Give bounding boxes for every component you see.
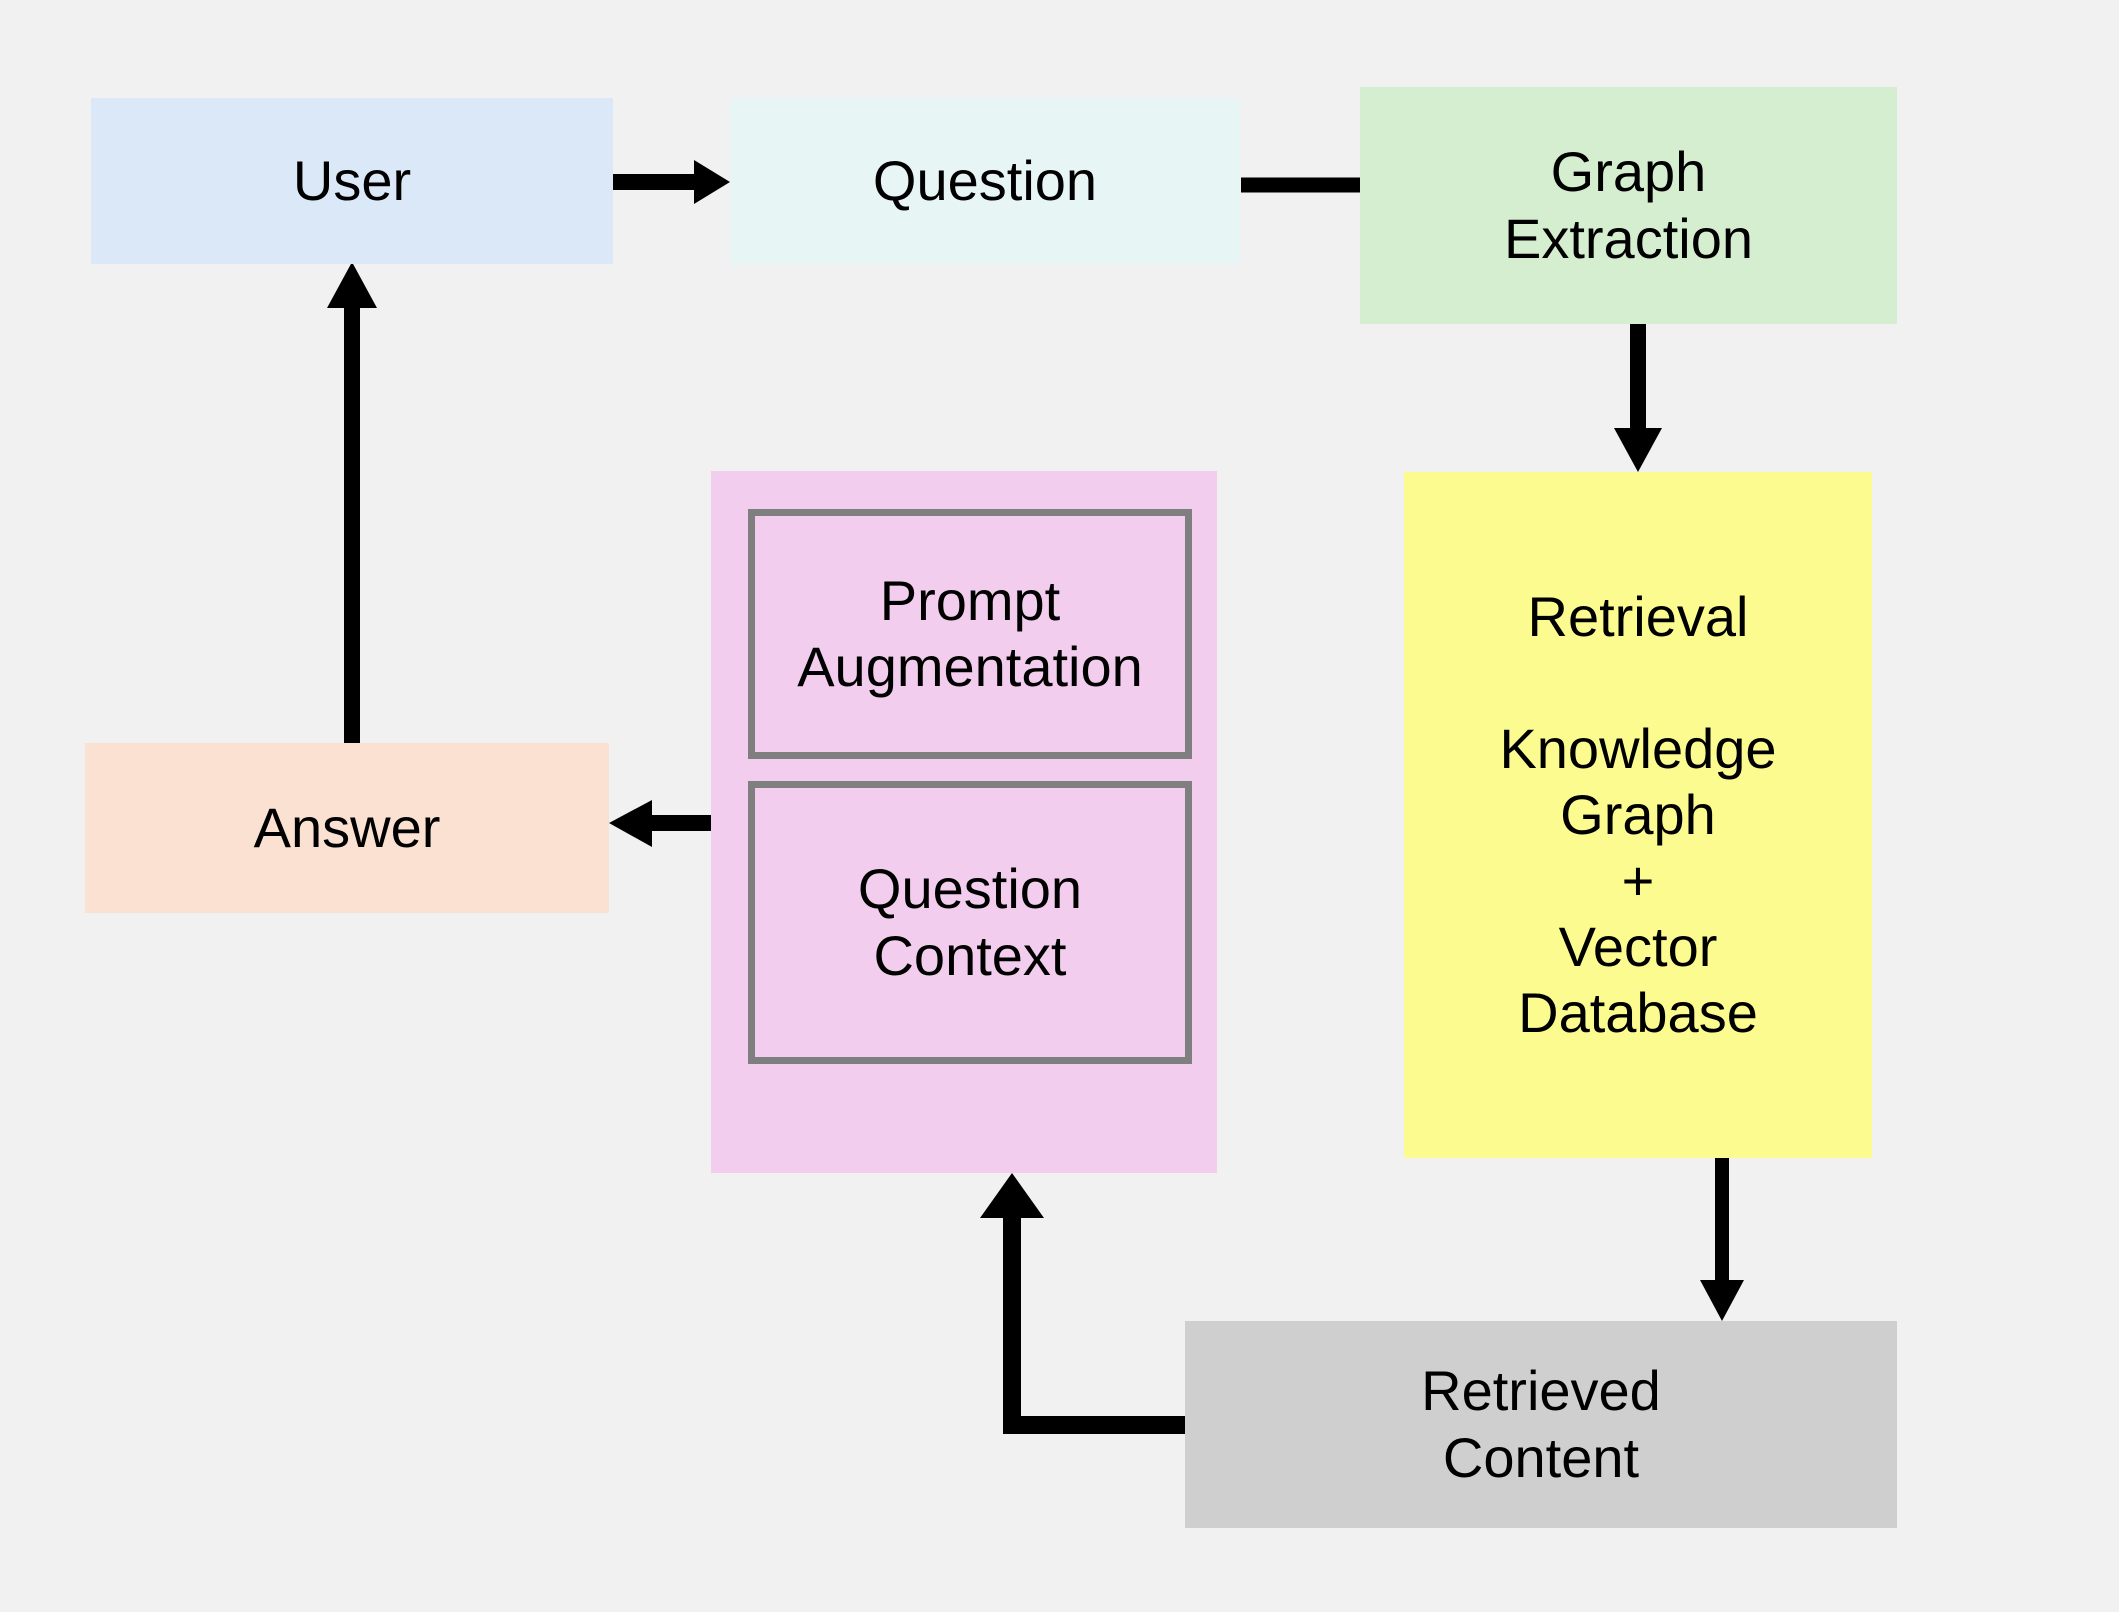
node-retrieved-content-label: Retrieved Content xyxy=(1421,1359,1661,1489)
node-prompt-augmentation-label: Prompt Augmentation xyxy=(797,568,1143,698)
node-user[interactable]: User xyxy=(91,98,613,264)
node-graph-extraction[interactable]: Graph Extraction xyxy=(1360,87,1897,324)
node-prompt-augmentation[interactable]: Prompt Augmentation xyxy=(748,509,1192,759)
node-question-context[interactable]: Question Context xyxy=(748,781,1192,1064)
node-graph-extraction-label: Graph Extraction xyxy=(1504,140,1753,270)
node-user-label: User xyxy=(292,148,412,212)
node-retrieval-label: Retrieval Knowledge Graph + Vector Datab… xyxy=(1499,584,1777,1045)
edge-user-to-question xyxy=(612,160,730,204)
node-answer[interactable]: Answer xyxy=(85,743,609,913)
edge-graph-extraction-to-retrieval xyxy=(1614,324,1662,472)
node-question-context-label: Question Context xyxy=(857,857,1083,987)
node-question[interactable]: Question xyxy=(730,98,1240,264)
edge-retrieval-to-retrieved-content xyxy=(1700,1158,1744,1321)
node-retrieval[interactable]: Retrieval Knowledge Graph + Vector Datab… xyxy=(1404,472,1872,1158)
node-answer-label: Answer xyxy=(253,795,441,859)
node-retrieved-content[interactable]: Retrieved Content xyxy=(1185,1321,1897,1528)
node-question-label: Question xyxy=(872,148,1098,212)
edge-answer-to-user xyxy=(327,262,377,743)
node-augmentation-group[interactable]: Prompt Augmentation Question Context xyxy=(711,471,1217,1173)
edge-retrieved-content-to-augmentation-group xyxy=(980,1173,1185,1434)
edge-augmentation-group-to-answer xyxy=(609,800,711,847)
